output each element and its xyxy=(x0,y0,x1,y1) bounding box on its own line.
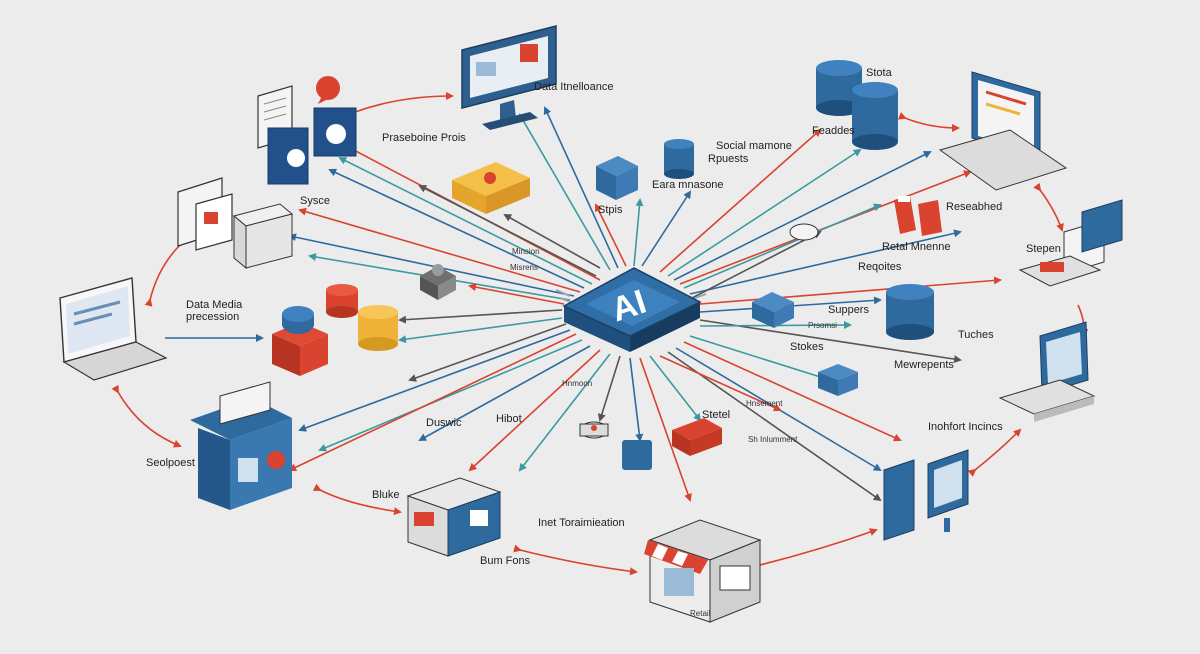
gear-cluster-icon xyxy=(420,264,456,300)
desktop-right-icon xyxy=(998,321,1096,422)
round-gauge-icon xyxy=(789,223,819,241)
label-stokes: Stokes xyxy=(790,341,824,353)
database-stack-icon xyxy=(816,60,898,150)
label-stetel: Stetel xyxy=(702,409,730,421)
label-bluke: Bluke xyxy=(372,489,400,501)
label-small-mission: Minsion xyxy=(512,247,540,256)
monitor-icon xyxy=(461,25,557,130)
label-stpis: Stpis xyxy=(598,204,623,216)
server-small-icon xyxy=(752,292,794,328)
label-stota: Stota xyxy=(866,67,893,79)
label-extra-message: Eara mnasone xyxy=(652,179,724,191)
label-seolpoest: Seolpoest xyxy=(146,457,195,469)
storefront-bottom-icon xyxy=(644,519,762,623)
ai-hub-chip: AI xyxy=(555,267,707,352)
label-small-hnmoon: Hnmoon xyxy=(562,379,592,388)
red-cube-icon xyxy=(272,306,328,376)
laptop-top-right-icon xyxy=(938,71,1068,191)
small-cube-icon xyxy=(596,156,638,200)
label-data-intelligence: Data Itnelloance xyxy=(534,81,614,93)
printer-cart-icon xyxy=(406,477,502,557)
label-researched: Reseabhed xyxy=(946,201,1002,213)
label-inchfort-incincs: Inohfort Incincs xyxy=(928,421,1003,433)
label-small-hnsement: Hnsement xyxy=(746,399,783,408)
machine-right-icon xyxy=(1018,199,1123,287)
documents-chat-icon xyxy=(257,76,357,185)
label-requests: Rpuests xyxy=(708,153,749,165)
label-requotes: Reqoites xyxy=(858,261,902,273)
label-precession: precession xyxy=(186,311,239,323)
label-sysce: Sysce xyxy=(300,195,330,207)
label-small-sh-inlumment: Sh Inlumment xyxy=(748,435,798,444)
label-inet-transmission: Inet Toraimieation xyxy=(538,517,625,529)
label-small-prsomsi: Prsomsi xyxy=(808,321,837,330)
yellow-cylinder-icon xyxy=(358,305,398,351)
blue-cylinder-icon xyxy=(886,284,934,340)
label-bum-fons: Bum Fons xyxy=(480,555,531,567)
node-labels: Data Itnelloance Praseboine Prois Stota … xyxy=(146,67,1061,618)
red-tray-icon xyxy=(672,418,722,456)
label-social-messages: Social mamone xyxy=(716,140,792,152)
label-small-misrens: Misrens xyxy=(510,263,538,272)
label-presentation-pros: Praseboine Prois xyxy=(382,132,466,144)
label-tuches: Tuches xyxy=(958,329,994,341)
storefront-left-icon xyxy=(190,381,292,510)
label-mewrepents: Mewrepents xyxy=(894,359,954,371)
label-data-media: Data Media xyxy=(186,299,243,311)
label-stepen: Stepen xyxy=(1026,243,1061,255)
red-cylinder-icon xyxy=(326,284,358,318)
label-hibot: Hibot xyxy=(496,413,522,425)
laptop-left-icon xyxy=(59,277,168,381)
label-duswic: Duswic xyxy=(426,417,462,429)
router-icon xyxy=(579,421,609,439)
label-retail-machine: Retal Mnenne xyxy=(882,241,951,253)
kiosk-icon xyxy=(883,449,969,541)
file-box-icon xyxy=(177,177,294,270)
connection-lines xyxy=(288,106,1002,502)
small-database-icon xyxy=(664,139,694,179)
label-suppers: Suppers xyxy=(828,304,869,316)
label-feaddes: Feaddes xyxy=(812,125,855,137)
label-small-retail: Retail xyxy=(690,609,711,618)
blue-tile-icon xyxy=(622,440,652,470)
blue-small-box-icon xyxy=(818,364,858,396)
yellow-box-icon xyxy=(452,162,530,214)
red-boxes-icon xyxy=(894,196,942,236)
